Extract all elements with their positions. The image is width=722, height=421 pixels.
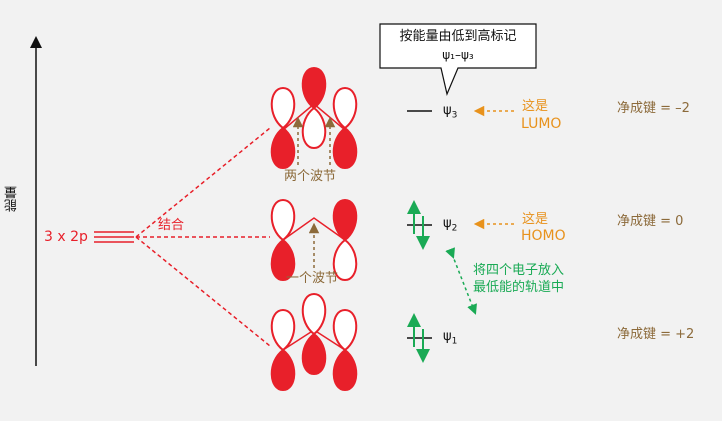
psi1-subscript: 1	[451, 336, 458, 347]
psi3-symbol: ψ	[443, 103, 452, 118]
psi2-orbital-picture	[270, 199, 358, 281]
psi3-orbital-picture	[270, 67, 358, 169]
node-arrows	[292, 116, 336, 268]
correlation-lines	[135, 127, 271, 347]
combine-label: 结合	[158, 218, 185, 233]
psi2-label: ψ2	[443, 217, 457, 234]
psi3-nodes-label: 两个波节	[284, 169, 337, 184]
psi1-net-bond: 净成键 = +2	[617, 327, 695, 342]
electron-note-arrow	[445, 247, 477, 315]
psi2-net-bond: 净成键 = 0	[617, 214, 684, 229]
psi1-symbol: ψ	[443, 329, 452, 344]
psi2-electron-pair	[407, 200, 430, 250]
psi2-subscript: 2	[451, 223, 458, 234]
lumo-note-line1: 这是	[522, 99, 549, 114]
psi2-nodes-label: 一个波节	[286, 271, 339, 286]
atomic-orbitals-label: 3 x 2p	[44, 229, 88, 245]
callout-text: 按能量由低到高标记 ψ₁–ψ₃	[383, 28, 533, 64]
atomic-orbital-levels	[94, 231, 134, 243]
energy-axis-label: 能量	[5, 186, 20, 212]
callout-line1: 按能量由低到高标记	[399, 29, 517, 44]
electron-note-line2: 最低能的轨道中	[473, 280, 565, 295]
homo-note-line2: HOMO	[521, 228, 566, 244]
psi3-subscript: 3	[451, 110, 458, 121]
psi1-orbital-picture	[270, 293, 358, 391]
electron-note-line1: 将四个电子放入	[473, 263, 565, 278]
callout-line2: ψ₁–ψ₃	[442, 48, 474, 62]
psi2-symbol: ψ	[443, 216, 452, 231]
homo-note-line1: 这是	[522, 212, 549, 227]
lumo-note-line2: LUMO	[521, 116, 562, 132]
psi1-electron-pair	[407, 313, 430, 363]
psi3-net-bond: 净成键 = –2	[617, 101, 690, 116]
psi1-label: ψ1	[443, 330, 457, 347]
psi3-label: ψ3	[443, 104, 457, 121]
callout-box	[379, 23, 537, 96]
